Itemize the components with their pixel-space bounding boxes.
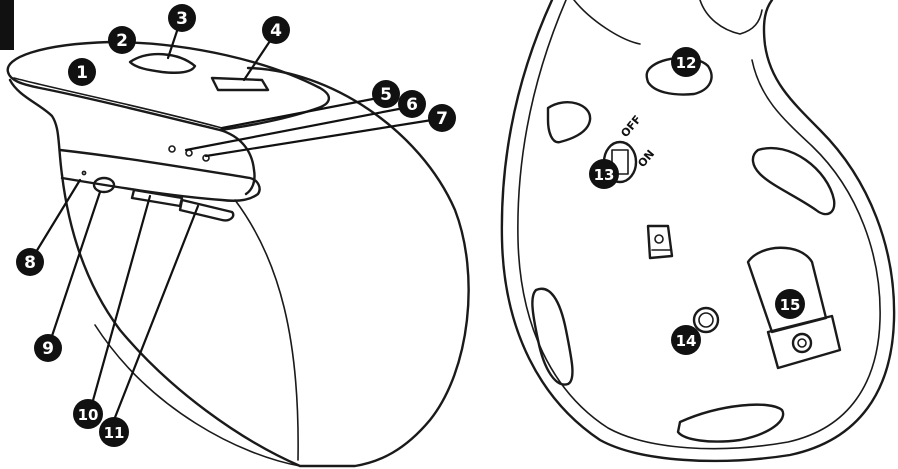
callout-14: 14: [671, 325, 701, 355]
side-port: [92, 176, 116, 194]
power-switch-on-label: ON: [635, 147, 657, 170]
callout-15: 15: [775, 289, 805, 319]
foot-pad: [546, 101, 592, 144]
leader-7: [204, 118, 434, 158]
leader-8: [34, 178, 82, 254]
svg-text:6: 6: [406, 95, 418, 115]
callout-10: 10: [73, 399, 103, 429]
svg-text:15: 15: [780, 296, 801, 314]
svg-text:10: 10: [78, 406, 99, 424]
svg-text:4: 4: [270, 21, 282, 41]
bottom-center-screw: [654, 234, 664, 244]
callout-1: 1: [68, 58, 96, 86]
side-thumb-button-forward: [178, 198, 235, 222]
svg-text:9: 9: [42, 339, 54, 359]
svg-text:8: 8: [24, 253, 36, 273]
side-left-button-edge: [13, 77, 223, 129]
battery-cover-screw: [791, 332, 813, 354]
leader-9: [50, 190, 102, 338]
battery-cover-screw-inner: [797, 338, 807, 348]
svg-text:5: 5: [380, 85, 392, 105]
side-front-face: [8, 78, 64, 177]
callout-7: 7: [428, 104, 456, 132]
side-top-button: [210, 76, 270, 92]
side-upper-panel: [218, 128, 256, 196]
power-switch-off-label: OFF: [618, 113, 644, 140]
bottom-head-detail: [573, 0, 641, 45]
svg-text:13: 13: [594, 166, 615, 184]
callout-2: 2: [108, 26, 136, 54]
callout-3: 3: [168, 4, 196, 32]
callout-11: 11: [99, 417, 129, 447]
leader-11: [112, 204, 200, 422]
led-dot: [168, 145, 176, 153]
leader-6: [184, 106, 406, 152]
battery-cover: [746, 246, 828, 334]
callout-12: 12: [671, 47, 701, 77]
foot-pad: [531, 287, 574, 386]
side-thumb-contour: [234, 199, 299, 461]
foot-pad: [751, 147, 836, 216]
side-body-outline: [60, 66, 470, 468]
callout-8: 8: [16, 248, 44, 276]
side-scroll-wheel: [128, 52, 197, 74]
side-small-hole: [81, 170, 87, 176]
bottom-center-mount: [646, 224, 674, 260]
side-body-contour: [94, 324, 301, 467]
leader-5: [220, 96, 380, 130]
leader-lines: [34, 20, 434, 422]
corner-tab: [0, 0, 14, 50]
bottom-outline: [500, 0, 896, 463]
svg-text:7: 7: [436, 109, 448, 129]
svg-text:11: 11: [104, 424, 125, 442]
callout-9: 9: [34, 334, 62, 362]
svg-text:2: 2: [116, 31, 128, 51]
callout-5: 5: [372, 80, 400, 108]
battery-cover-latch: [766, 314, 842, 370]
svg-text:12: 12: [676, 54, 697, 72]
svg-text:1: 1: [76, 63, 88, 83]
svg-text:14: 14: [676, 332, 697, 350]
callout-4: 4: [262, 16, 290, 44]
bottom-head-detail-right: [699, 0, 763, 35]
leader-10: [90, 194, 152, 406]
bottom-inner-outline: [517, 0, 881, 450]
bottom-round-button-inner: [698, 312, 714, 328]
foot-pad: [676, 403, 785, 443]
callout-6: 6: [398, 90, 426, 118]
svg-text:3: 3: [176, 9, 188, 29]
leader-4: [242, 36, 274, 82]
bottom-round-button: [692, 306, 720, 334]
callout-13: 13: [589, 159, 619, 189]
